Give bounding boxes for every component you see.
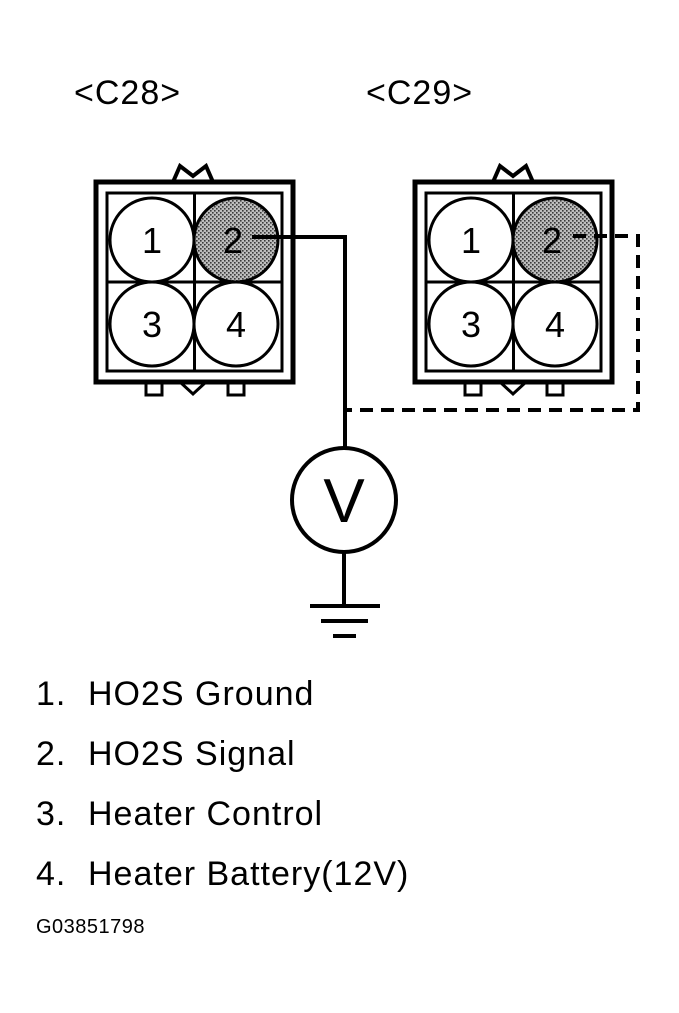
- latch-bottom-c28: [178, 380, 208, 397]
- pin-label-4-c29: 4: [545, 304, 565, 345]
- latch-top-c29: [491, 162, 535, 183]
- figure-id: G03851798: [36, 916, 146, 938]
- probe-lead-c28-solid: [252, 235, 347, 462]
- connector-c28: [93, 162, 296, 397]
- tab-left-c29: [463, 380, 483, 397]
- legend-item-text: Heater Battery(12V): [88, 855, 410, 893]
- pin-label-3-c29: 3: [461, 304, 481, 345]
- tab-right-c28: [226, 380, 246, 397]
- latch-top-c28: [171, 162, 215, 183]
- legend-item-text: HO2S Signal: [88, 735, 296, 773]
- pin-label-3-c28: 3: [142, 304, 162, 345]
- voltmeter: V: [290, 446, 398, 554]
- pin-label-1-c29: 1: [461, 220, 481, 261]
- legend-item-number: 1.: [36, 675, 67, 713]
- pin-4-c29: [511, 280, 599, 368]
- legend-item: 2. HO2S Signal: [36, 724, 409, 784]
- legend-item-text: HO2S Ground: [88, 675, 315, 713]
- tab-right-c29: [545, 380, 565, 397]
- pin-4-c28: [192, 280, 280, 368]
- legend-item: 3. Heater Control: [36, 784, 409, 844]
- tab-left-c28: [144, 380, 164, 397]
- pin-label-2-c29: 2: [542, 220, 562, 261]
- latch-bottom-c29: [498, 380, 528, 397]
- pin-label-1-c28: 1: [142, 220, 162, 261]
- pin-legend: 1. HO2S Ground 2. HO2S Signal 3. Heater Con…: [36, 664, 409, 904]
- probe-lead-c29-dashed: [345, 234, 640, 412]
- connector-c29: [412, 162, 615, 397]
- wiring-diagram: <C28> <C29> 1 2 3 4: [74, 74, 640, 638]
- pin-label-4-c28: 4: [226, 304, 246, 345]
- ground-icon: [310, 552, 380, 638]
- legend-item-number: 4.: [36, 855, 67, 893]
- legend-item: 1. HO2S Ground: [36, 664, 409, 724]
- diagram-svg: 1 2 3 4 1 2 3 4 V: [93, 162, 640, 638]
- legend-item-text: Heater Control: [88, 795, 324, 833]
- connector-label-c28: <C28>: [74, 74, 182, 112]
- legend-item-number: 3.: [36, 795, 67, 833]
- voltmeter-symbol: V: [323, 467, 365, 536]
- connector-label-c29: <C29>: [366, 74, 474, 112]
- legend-item-number: 2.: [36, 735, 67, 773]
- legend-item: 4. Heater Battery(12V): [36, 844, 409, 904]
- pin-label-2-c28: 2: [223, 220, 243, 261]
- housing-outer-c28: [93, 179, 296, 385]
- housing-outer-c29: [412, 179, 615, 385]
